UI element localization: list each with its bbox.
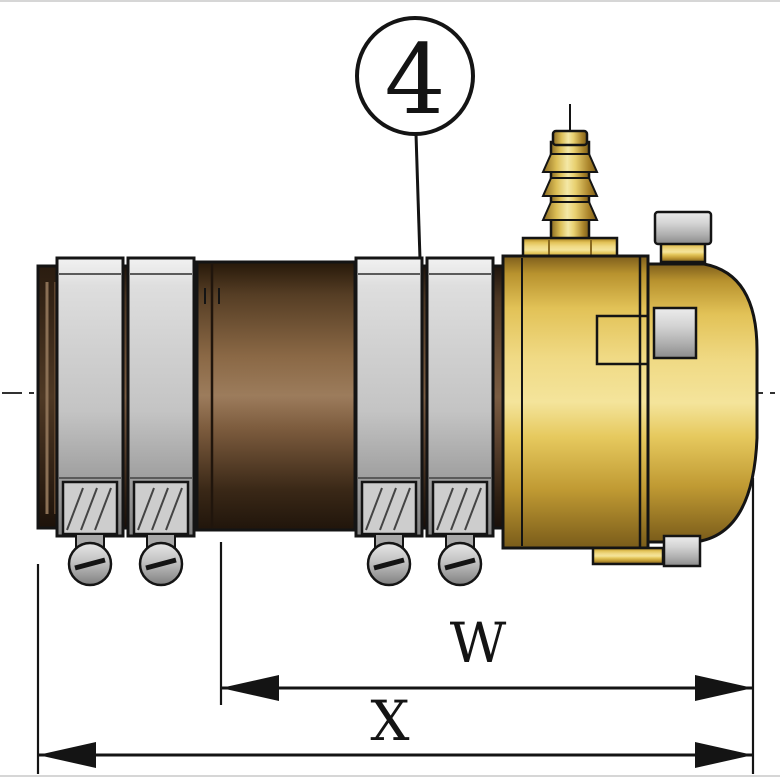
- internal-port-outline: [595, 314, 648, 366]
- brass-valve-body: [501, 104, 759, 568]
- dimension-x: X: [36, 478, 755, 774]
- callout-number: 4: [384, 24, 445, 136]
- arrowhead-left: [221, 675, 279, 701]
- hose-barb-fitting: [521, 104, 619, 264]
- hose-clamp-2: [128, 258, 194, 585]
- arrowhead-right: [695, 675, 753, 701]
- callout-leader-line: [414, 133, 422, 260]
- joint-tab: [652, 306, 698, 360]
- plug-fitting: [653, 210, 713, 264]
- hose-clamp-4: [427, 258, 493, 585]
- bottom-plug: [662, 534, 702, 568]
- arrowhead-left: [38, 742, 96, 768]
- dimension-w-label: W: [450, 611, 507, 675]
- valve-foot: [591, 546, 665, 566]
- callout-balloon: 4: [355, 16, 475, 260]
- arrowhead-right: [695, 742, 753, 768]
- valve-right-dome: [646, 262, 759, 544]
- callout-circle: [355, 16, 475, 136]
- hose-clamp-3: [356, 258, 422, 585]
- hose-clamp-1: [57, 258, 123, 585]
- dimension-w: W: [219, 542, 753, 705]
- hose-center-sleeve: [195, 260, 357, 532]
- dimension-x-label: X: [370, 689, 409, 753]
